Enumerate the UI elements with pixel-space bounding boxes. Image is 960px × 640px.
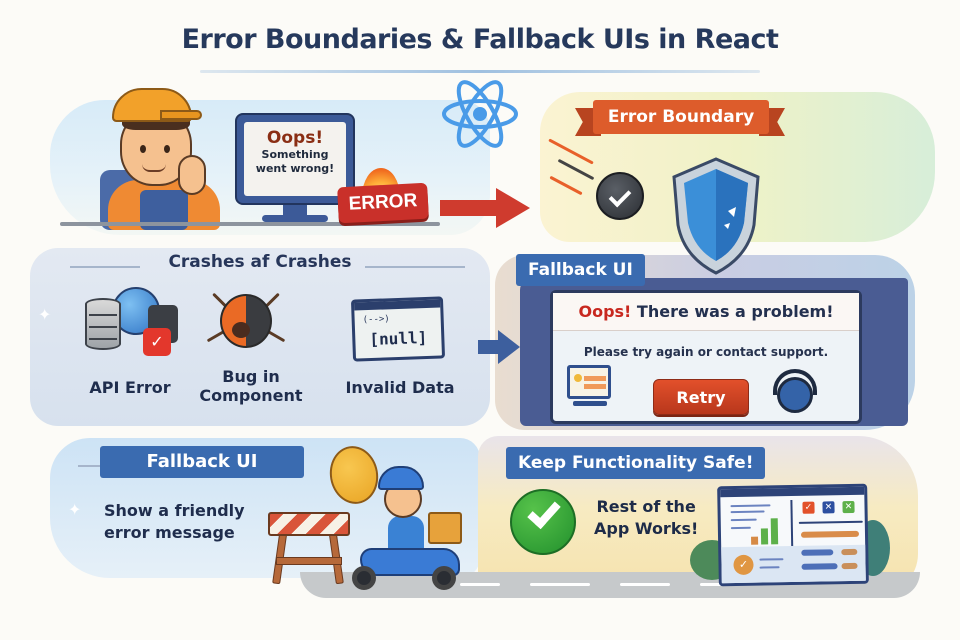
fallback-ui-tag: Fallback UI (516, 254, 645, 286)
fallback-heading: Oops! There was a problem! (553, 293, 859, 331)
computer-stand (573, 401, 607, 406)
fallback-heading-oops: Oops! (578, 302, 632, 321)
window-titlebar (354, 299, 441, 311)
monitor-screen: Oops! Something went wrong! (244, 122, 346, 196)
chart-bar (760, 528, 769, 545)
section-rule-right (365, 266, 465, 268)
bomb-icon (596, 172, 644, 220)
retry-button[interactable]: Retry (653, 379, 749, 415)
barrier-crossbar (276, 557, 342, 565)
app-works-line-2: App Works! (594, 519, 699, 538)
screen-heading: Oops! (266, 128, 324, 148)
app-works-line-1: Rest of the (596, 497, 696, 516)
fallback-ui-tag-secondary: Fallback UI (100, 446, 304, 478)
dashboard-titlebar (720, 486, 865, 498)
tag-rule-left (78, 465, 106, 467)
support-agent-icon (777, 377, 813, 413)
barrier-board (268, 512, 350, 536)
code-window-icon: (-->) [null] (350, 296, 446, 362)
arrow-right-icon (440, 188, 530, 228)
worker-hand (178, 155, 206, 195)
worker-eye (164, 145, 170, 153)
sparkle-icon: ✦ (68, 500, 82, 519)
worker-eye (140, 145, 146, 153)
wheel-icon (352, 566, 376, 590)
wheel-icon (432, 566, 456, 590)
page-title: Error Boundaries & Fallback UIs in React (181, 24, 779, 55)
crash-label-line-2: Component (199, 386, 303, 405)
chart-bar (751, 536, 759, 545)
keep-safe-tag: Keep Functionality Safe! (506, 447, 766, 479)
delivery-box-icon (428, 512, 462, 544)
hard-hat-brim (160, 110, 202, 120)
friendly-message-line-2: error message (104, 523, 235, 542)
monitor-base (262, 215, 328, 222)
shield-icon (672, 157, 760, 275)
crash-section-title: Crashes af Crashes (168, 252, 352, 272)
road-dash (620, 583, 670, 586)
error-badge: ERROR (337, 182, 429, 224)
crash-label-line-1: Bug in (222, 367, 280, 386)
react-logo-icon (442, 80, 518, 148)
error-boundary-banner: Error Boundary (575, 100, 785, 136)
rider-cap (378, 466, 424, 490)
banner-label: Error Boundary (593, 100, 769, 134)
window-arrow-text: (-->) (362, 314, 390, 326)
road-dash (460, 583, 500, 586)
road-dash (530, 583, 590, 586)
status-square: ✕ (822, 501, 835, 514)
title-underline (200, 70, 760, 73)
fallback-dialog: Oops! There was a problem! Please try ag… (550, 290, 862, 424)
crash-label: Bug in Component (196, 367, 306, 405)
crash-label: Invalid Data (345, 378, 455, 397)
status-square: ✕ (842, 500, 855, 514)
chart-bar (770, 518, 779, 545)
computer-icon (567, 365, 611, 399)
bug-icon (220, 294, 272, 348)
status-square: ✓ (802, 501, 815, 514)
screen-line-2: went wrong! (255, 162, 335, 175)
bug-head (232, 322, 250, 338)
app-works-text: Rest of the App Works! (594, 496, 698, 540)
dashboard-icon: ✓ ✕ ✕ ✓ (717, 483, 869, 587)
crash-label: API Error (89, 378, 171, 397)
friendly-message-text: Show a friendly error message (104, 500, 245, 544)
fallback-message: Please try again or contact support. (583, 345, 829, 359)
check-circle-icon (510, 489, 576, 555)
sparkle-icon: ✦ (38, 305, 52, 324)
screen-line-1: Something (261, 148, 329, 161)
friendly-message-line-1: Show a friendly (104, 501, 245, 520)
headset-band (773, 369, 817, 395)
arrow-right-icon (478, 330, 520, 364)
road-dash (700, 583, 730, 586)
database-icon (85, 298, 121, 350)
error-flag-icon: ✓ (143, 328, 171, 356)
monitor-icon: Oops! Something went wrong! (235, 113, 355, 205)
desk (60, 222, 440, 226)
window-null-text: [null] (369, 327, 428, 349)
section-rule-left (70, 266, 140, 268)
fallback-heading-text: There was a problem! (631, 302, 834, 321)
monitor-stand (283, 205, 307, 217)
worker-mouth (142, 164, 166, 172)
